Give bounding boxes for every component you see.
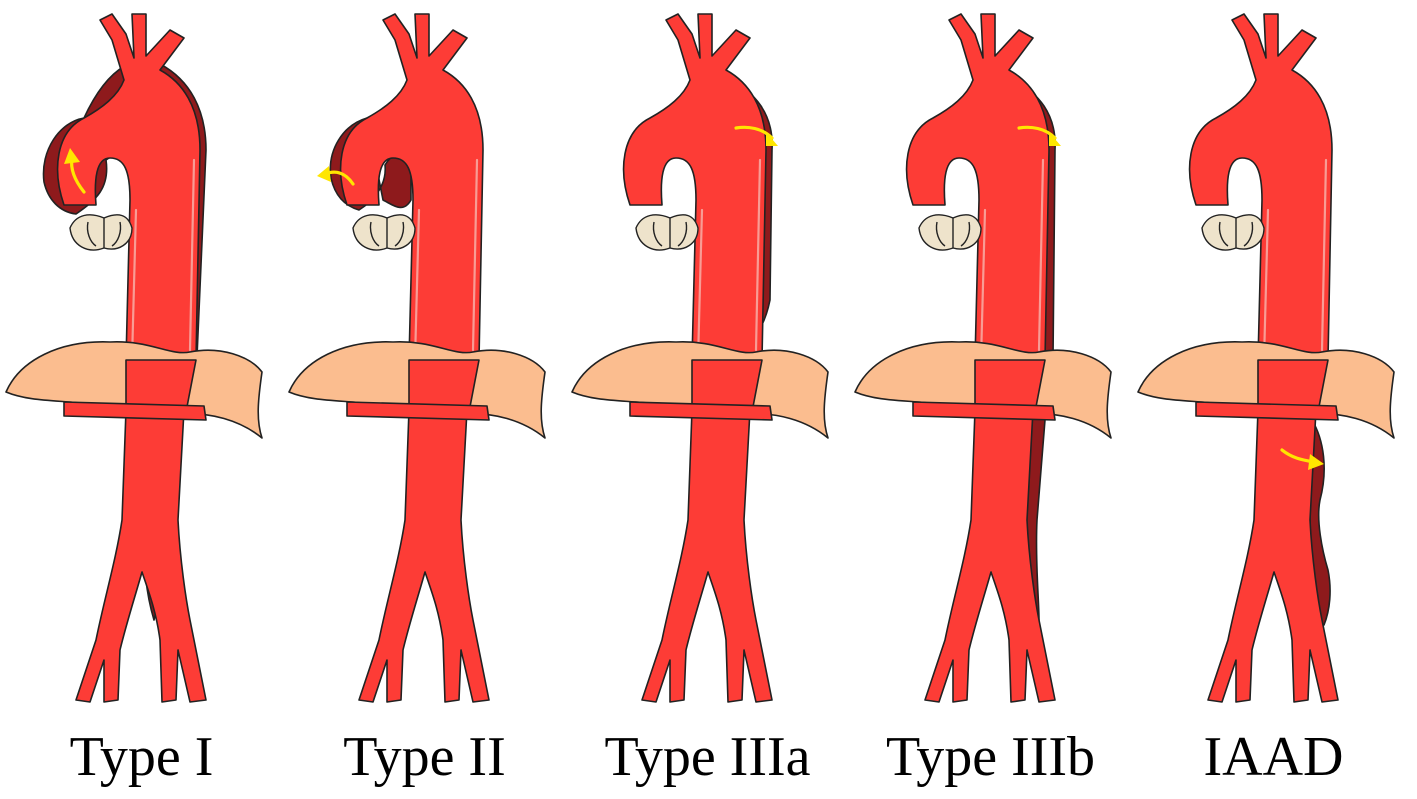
panel-type-iiia: Type IIIa bbox=[566, 0, 849, 799]
entry-tear-arrow bbox=[734, 125, 774, 140]
panel-type-i: Type I bbox=[0, 0, 283, 799]
panel-label: Type II bbox=[343, 726, 506, 788]
aorta-illustration bbox=[571, 13, 829, 703]
panel-iaad: IAAD bbox=[1132, 0, 1415, 799]
renal-arteries bbox=[346, 401, 490, 421]
aorta-highlight bbox=[471, 158, 479, 352]
entry-tear-arrow bbox=[1017, 125, 1057, 140]
valve-leaflets bbox=[935, 218, 971, 248]
aorta-illustration bbox=[5, 13, 263, 703]
panel-type-iiib: Type IIIb bbox=[849, 0, 1132, 799]
aortic-valve bbox=[69, 214, 133, 251]
valve-leaflets bbox=[652, 218, 688, 248]
entry-tear-arrowhead bbox=[64, 148, 80, 164]
panel-type-ii: Type II bbox=[283, 0, 566, 799]
renal-arteries bbox=[912, 401, 1056, 421]
aortic-valve bbox=[918, 214, 982, 251]
aorta-highlight bbox=[1262, 208, 1270, 362]
renal-arteries bbox=[63, 401, 207, 421]
aorta-highlight bbox=[696, 208, 704, 362]
panel-label: Type IIIa bbox=[604, 726, 811, 788]
panel-label: Type IIIb bbox=[885, 726, 1096, 788]
aorta-highlight bbox=[754, 158, 762, 352]
valve-leaflets bbox=[369, 218, 405, 248]
aortic-valve bbox=[352, 214, 416, 251]
aorta-illustration bbox=[854, 13, 1112, 703]
aorta-highlight bbox=[188, 158, 196, 352]
entry-tear-arrowhead bbox=[317, 166, 331, 182]
renal-arteries bbox=[1195, 401, 1339, 421]
valve-leaflets bbox=[86, 218, 122, 248]
aorta-highlight bbox=[1320, 158, 1328, 352]
entry-tear-arrowhead bbox=[1049, 132, 1061, 146]
panel-label: Type I bbox=[69, 726, 214, 788]
aorta-highlight bbox=[979, 208, 987, 362]
aorta-highlight bbox=[413, 208, 421, 362]
renal-arteries bbox=[629, 401, 773, 421]
aorta-highlight bbox=[130, 208, 138, 362]
panel-label: IAAD bbox=[1203, 726, 1344, 788]
aortic-valve bbox=[1201, 214, 1265, 251]
aortic-valve bbox=[635, 214, 699, 251]
entry-tear-arrowhead bbox=[766, 132, 778, 146]
valve-leaflets bbox=[1218, 218, 1254, 248]
aorta-illustration bbox=[1137, 13, 1395, 703]
aorta-highlight bbox=[1037, 158, 1045, 352]
aorta-illustration bbox=[288, 13, 546, 703]
entry-tear-arrowhead bbox=[1308, 454, 1324, 470]
